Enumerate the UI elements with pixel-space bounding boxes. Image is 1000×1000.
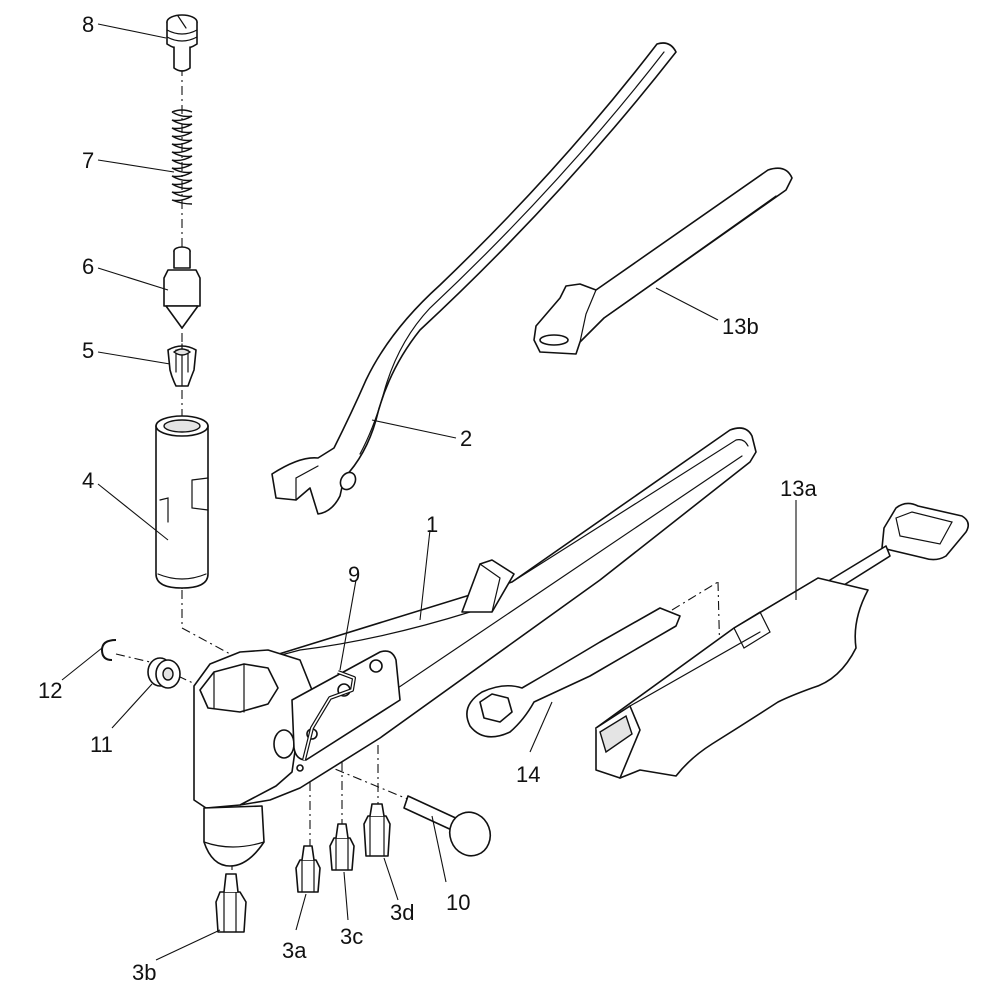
part-3c-nosepiece <box>329 823 355 871</box>
part-14-wrench <box>466 607 681 738</box>
part-13b-handle-sleeve <box>533 167 793 355</box>
leader-lines <box>61 23 797 961</box>
label-4: 4 <box>82 468 94 493</box>
label-5: 5 <box>82 338 94 363</box>
label-3a: 3a <box>282 938 307 963</box>
label-1: 1 <box>426 512 438 537</box>
label-9: 9 <box>348 562 360 587</box>
label-3b: 3b <box>132 960 156 985</box>
label-3c: 3c <box>340 924 363 949</box>
label-6: 6 <box>82 254 94 279</box>
part-12-circlip <box>100 639 117 661</box>
part-4-housing <box>155 415 209 589</box>
part-10-pin <box>403 795 492 857</box>
part-7-spring <box>171 109 193 205</box>
label-8: 8 <box>82 12 94 37</box>
part-5-jaws <box>167 343 197 387</box>
part-8-cap-screw <box>166 14 198 72</box>
part-3d-nosepiece <box>363 803 391 857</box>
part-9-spring-wire <box>302 670 356 761</box>
part-6-plunger <box>163 246 201 329</box>
part-11-roller <box>147 657 181 689</box>
label-12: 12 <box>38 678 62 703</box>
part-1-tool-body <box>193 427 757 867</box>
label-10: 10 <box>446 890 470 915</box>
label-11: 11 <box>90 732 113 757</box>
label-13a: 13a <box>780 476 817 501</box>
part-2-upper-handle <box>271 42 677 515</box>
part-13a-grip <box>595 502 970 779</box>
part-3b-nosepiece <box>215 873 247 933</box>
label-7: 7 <box>82 148 94 173</box>
part-3a-nosepiece <box>295 845 321 893</box>
part-labels: 8 7 6 5 4 12 11 1 9 2 13b 13a 14 10 3d 3… <box>38 12 817 985</box>
label-2: 2 <box>460 426 472 451</box>
label-14: 14 <box>516 762 540 787</box>
label-3d: 3d <box>390 900 414 925</box>
label-13b: 13b <box>722 314 759 339</box>
